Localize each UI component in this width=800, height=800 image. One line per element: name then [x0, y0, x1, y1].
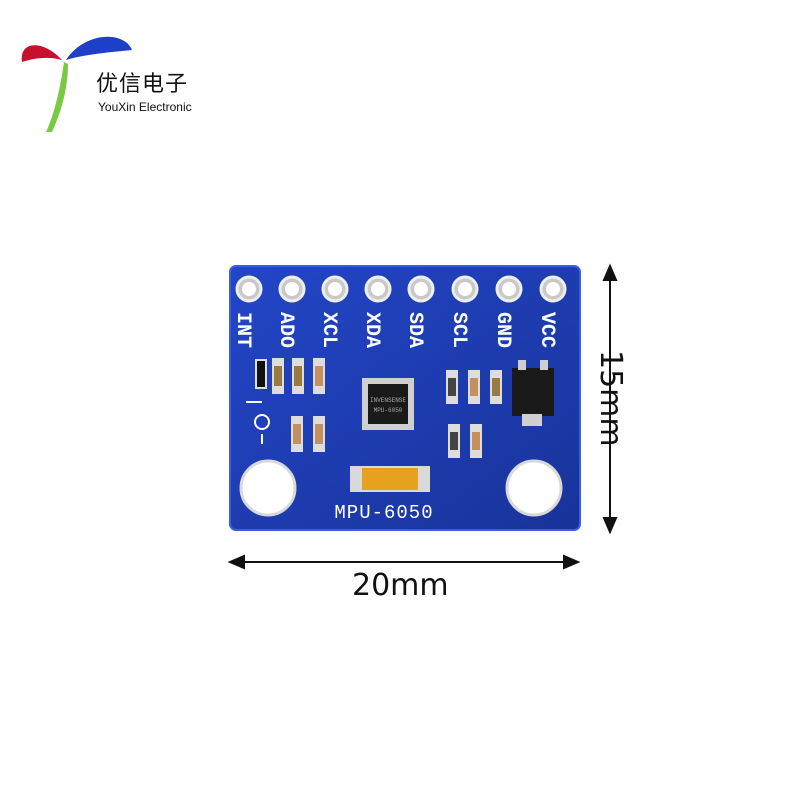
pin-label-gnd: GND [491, 312, 514, 348]
pin-pad-scl [451, 275, 479, 303]
pin-pad-xda [364, 275, 392, 303]
chip-text-line1: INVENSENSE [370, 397, 406, 404]
pin-pad-vcc [539, 275, 567, 303]
logo-green-stem-icon [46, 62, 68, 132]
brand-name-cn: 优信电子 [96, 72, 189, 97]
youxin-logo [21, 36, 132, 132]
brand-name-en: YouXin Electronic [98, 100, 192, 114]
width-dimension-line [227, 554, 581, 570]
pin-label-sda: SDA [403, 312, 426, 348]
axis-symbol-icon [246, 401, 270, 444]
mounting-hole-left [239, 459, 297, 517]
logo-blue-leaf-icon [66, 36, 132, 60]
logo-red-leaf-icon [21, 45, 62, 62]
mpu-chip: INVENSENSE MPU-6050 [362, 378, 414, 430]
tantalum-capacitor [350, 466, 430, 492]
pin-label-xcl: XCL [317, 312, 340, 348]
board-model-label: MPU-6050 [334, 502, 433, 524]
pin-pad-ado [278, 275, 306, 303]
height-dimension-line [602, 263, 618, 535]
chip-text-line2: MPU-6050 [374, 407, 403, 414]
pin-pad-gnd [495, 275, 523, 303]
pin-label-vcc: VCC [535, 312, 558, 348]
mounting-hole-right [505, 459, 563, 517]
pin-pad-int [235, 275, 263, 303]
pin-header [235, 275, 567, 303]
pin-label-int: INT [231, 312, 254, 348]
height-dimension-label: 15mm [593, 350, 628, 447]
pin-pad-xcl [321, 275, 349, 303]
pin-label-ado: ADO [274, 312, 297, 348]
smd-components [255, 358, 502, 458]
voltage-regulator [512, 360, 554, 426]
pin-pad-sda [407, 275, 435, 303]
pin-label-scl: SCL [447, 312, 470, 348]
pin-label-xda: XDA [360, 312, 383, 348]
width-dimension-label: 20mm [352, 568, 449, 603]
